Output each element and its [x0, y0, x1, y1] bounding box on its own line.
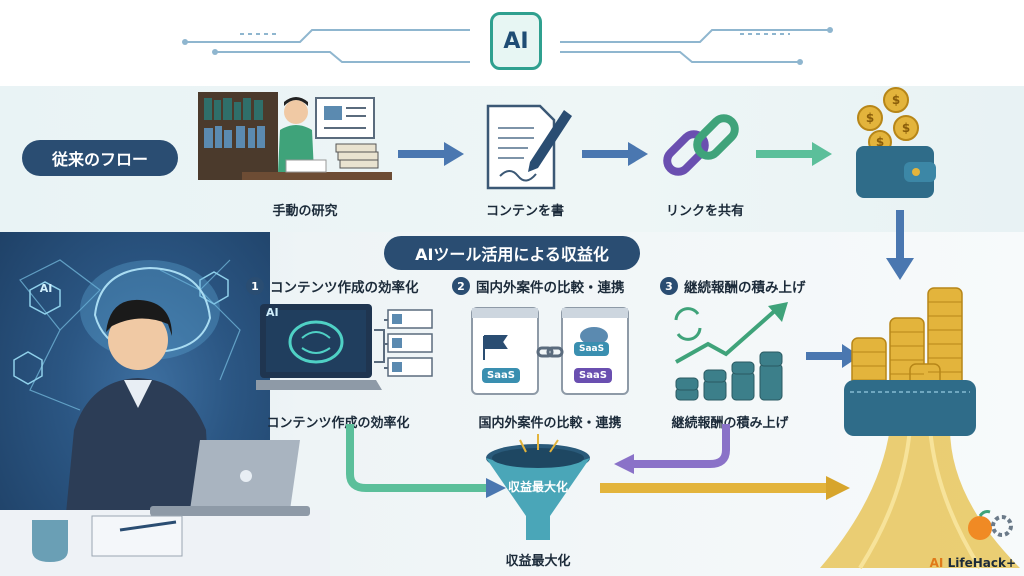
- saas-tag: SaaS: [482, 368, 520, 383]
- saas-compare-icon: SaaS SaaS SaaS: [470, 306, 630, 398]
- section-number-1: 1: [246, 277, 264, 295]
- arrow-right-icon: [582, 142, 648, 166]
- section-number-3: 3: [660, 277, 678, 295]
- arrow-right-icon: [398, 142, 464, 166]
- traditional-flow-label: 従来のフロー: [22, 140, 178, 176]
- section-number-2: 2: [452, 277, 470, 295]
- brand-name: AI LifeHack+: [929, 556, 1016, 570]
- svg-text:$: $: [892, 93, 900, 107]
- section-caption-recurring: 継続報酬の積み上げ: [671, 416, 789, 431]
- circuit-lines: [182, 27, 833, 65]
- section-title-efficiency: 1 コンテンツ作成の効率化: [246, 276, 419, 296]
- brand-logo-icon: [968, 510, 1013, 540]
- rising-coins-icon: [674, 302, 788, 401]
- step-caption-research: 手動の研究: [272, 204, 338, 219]
- person-researching-icon: [198, 92, 392, 180]
- chain-link-icon: [663, 114, 739, 176]
- funnel-label: 収益最大化: [507, 480, 568, 494]
- saas-tag: SaaS: [574, 368, 612, 383]
- section-title-recurring: 3 継続報酬の積み上げ: [660, 276, 806, 296]
- section-title-recurring-text: 継続報酬の積み上げ: [684, 280, 806, 296]
- ai-chip-label: AI: [503, 28, 529, 54]
- person-laptop-illustration: [0, 259, 330, 576]
- funnel-caption: 収益最大化: [505, 554, 571, 569]
- step-caption-share-link: リンクを共有: [665, 204, 744, 219]
- document-pen-icon: [486, 104, 572, 190]
- arrow-down-icon: [886, 210, 914, 280]
- section-title-comparison-text: 国内外案件の比較・連携: [476, 280, 625, 296]
- section-title-comparison: 2 国内外案件の比較・連携: [452, 276, 625, 296]
- ai-chip-icon: AI: [490, 12, 542, 70]
- ai-laptop-icon: [256, 304, 433, 390]
- funnel-icon: [486, 434, 590, 540]
- wallet-coins-icon: $$$$: [856, 87, 936, 198]
- section-caption-comparison: 国内外案件の比較・連携: [478, 416, 622, 431]
- laptop-ai-label: AI: [266, 306, 279, 319]
- svg-text:$: $: [876, 135, 884, 149]
- section-title-efficiency-text: コンテンツ作成の効率化: [270, 280, 419, 296]
- saas-tag: SaaS: [574, 342, 610, 356]
- arrow-right-icon: [806, 344, 860, 368]
- section-caption-efficiency: コンテンツ作成の効率化: [266, 416, 410, 431]
- flow-arrows-to-funnel: [346, 424, 850, 500]
- ai-network-label: AI: [39, 282, 53, 295]
- svg-text:$: $: [902, 121, 910, 135]
- svg-text:$: $: [866, 111, 874, 125]
- arrow-right-icon: [756, 142, 832, 166]
- step-caption-writing: コンテンを書: [485, 204, 564, 219]
- ai-flow-label: AIツール活用による収益化: [384, 236, 640, 270]
